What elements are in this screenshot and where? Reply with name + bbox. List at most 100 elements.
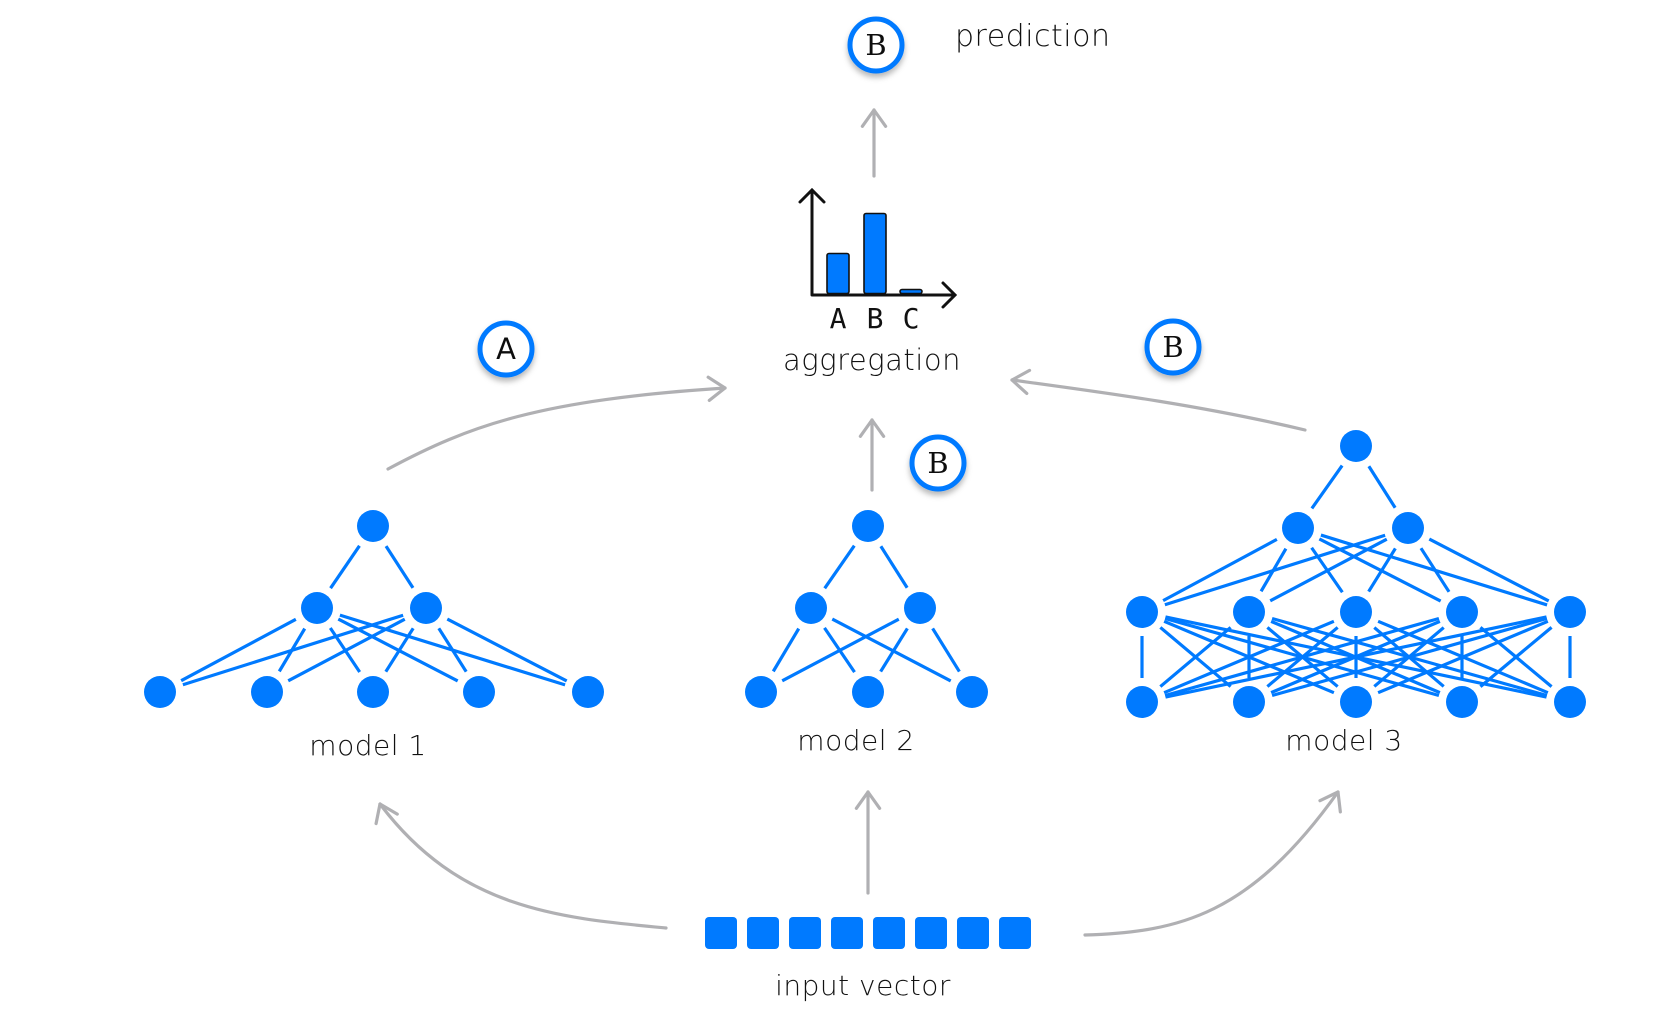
network-model-3 [1126, 430, 1586, 718]
arrow-model2-to-aggregation [858, 418, 886, 492]
input-cell [705, 917, 737, 949]
edge [329, 544, 361, 590]
input-cell [789, 917, 821, 949]
neuron-node [1126, 596, 1158, 628]
neuron-node [1340, 686, 1372, 718]
arrow-model1-to-aggregation [386, 375, 727, 471]
edge [180, 617, 297, 683]
neuron-node [251, 676, 283, 708]
edge [1159, 626, 1232, 688]
model-1-label: model 1 [309, 729, 426, 762]
badge-letter: B [1162, 330, 1183, 364]
histogram-tick-b: B [867, 302, 884, 335]
neuron-node [1340, 430, 1372, 462]
badge-ring [847, 16, 905, 74]
edge [1269, 537, 1388, 603]
histogram-bar-c [899, 288, 923, 295]
model-1-vote-badge: A [477, 320, 535, 378]
neuron-node [1233, 686, 1265, 718]
badge-ring [477, 320, 535, 378]
badge-letter: A [496, 332, 516, 366]
badge-letter: B [927, 446, 948, 480]
edge [781, 617, 900, 683]
arrow-aggregation-to-prediction [860, 108, 888, 178]
arrow-shaft [1010, 378, 1307, 432]
badge-ring [1144, 318, 1202, 376]
input-cell [831, 917, 863, 949]
input-vector-label: input vector [775, 969, 951, 1002]
model-2-label: model 2 [797, 724, 914, 757]
input-cell [915, 917, 947, 949]
edge [879, 545, 909, 589]
input-vector [705, 917, 1031, 949]
edge [823, 544, 856, 590]
arrow-head-icon [374, 802, 399, 826]
arrow-input-to-model2 [854, 790, 882, 895]
edge [446, 617, 568, 683]
arrow-head-icon [858, 418, 886, 438]
neuron-node [1446, 596, 1478, 628]
arrow-model3-to-aggregation [1010, 368, 1307, 432]
arrow-head-icon [860, 108, 888, 128]
edge [182, 613, 404, 687]
edge [1367, 465, 1397, 509]
neuron-node [1282, 512, 1314, 544]
edge [771, 627, 801, 673]
prediction-badge: B [847, 16, 905, 74]
arrow-shaft [1083, 790, 1340, 937]
edge [1377, 619, 1549, 695]
neuron-node [1126, 686, 1158, 718]
edge [879, 627, 909, 673]
model-3-vote-badge: B [1144, 318, 1202, 376]
edge [437, 627, 468, 673]
prediction-label: prediction [955, 19, 1111, 54]
edge [1428, 537, 1550, 603]
edge [1479, 626, 1553, 688]
edge [1271, 616, 1548, 698]
arrow-shaft [378, 802, 668, 930]
neuron-node [144, 676, 176, 708]
edge [1419, 547, 1451, 593]
histogram-bar-b [863, 212, 887, 295]
edge [1165, 615, 1547, 699]
arrow-head-icon [1318, 790, 1342, 814]
arrow-input-to-model3 [1083, 790, 1342, 937]
histogram-bar-a [826, 252, 850, 295]
neuron-node [904, 592, 936, 624]
badge-ring [909, 434, 967, 492]
neuron-node [795, 592, 827, 624]
input-cell [957, 917, 989, 949]
neuron-node [956, 676, 988, 708]
model-3-label: model 3 [1285, 724, 1402, 757]
neuron-node [1446, 686, 1478, 718]
neuron-node [852, 676, 884, 708]
edge [384, 627, 415, 673]
aggregation-label: aggregation [783, 343, 961, 377]
model-2-vote-badge: B [909, 434, 967, 492]
arrow-head-icon [1010, 368, 1032, 396]
histogram-axes [810, 190, 955, 297]
neuron-node [410, 592, 442, 624]
neuron-node [463, 676, 495, 708]
network-model-2 [745, 510, 988, 708]
edge [1164, 616, 1440, 698]
edge [287, 617, 406, 683]
y-axis-arrow-icon [798, 187, 826, 204]
vote-badges: B A B B [477, 16, 1202, 492]
neuron-node [357, 676, 389, 708]
neuron-node [1554, 596, 1586, 628]
edge [1164, 533, 1386, 607]
flow-arrows [374, 108, 1342, 937]
edge [831, 617, 952, 683]
arrow-input-to-model1 [374, 802, 668, 930]
edge [1163, 619, 1335, 695]
model-networks [144, 430, 1586, 718]
edge [384, 545, 415, 589]
edge [1310, 464, 1344, 510]
arrow-head-icon [854, 790, 882, 810]
input-cell [747, 917, 779, 949]
neuron-node [1233, 596, 1265, 628]
neuron-node [301, 592, 333, 624]
